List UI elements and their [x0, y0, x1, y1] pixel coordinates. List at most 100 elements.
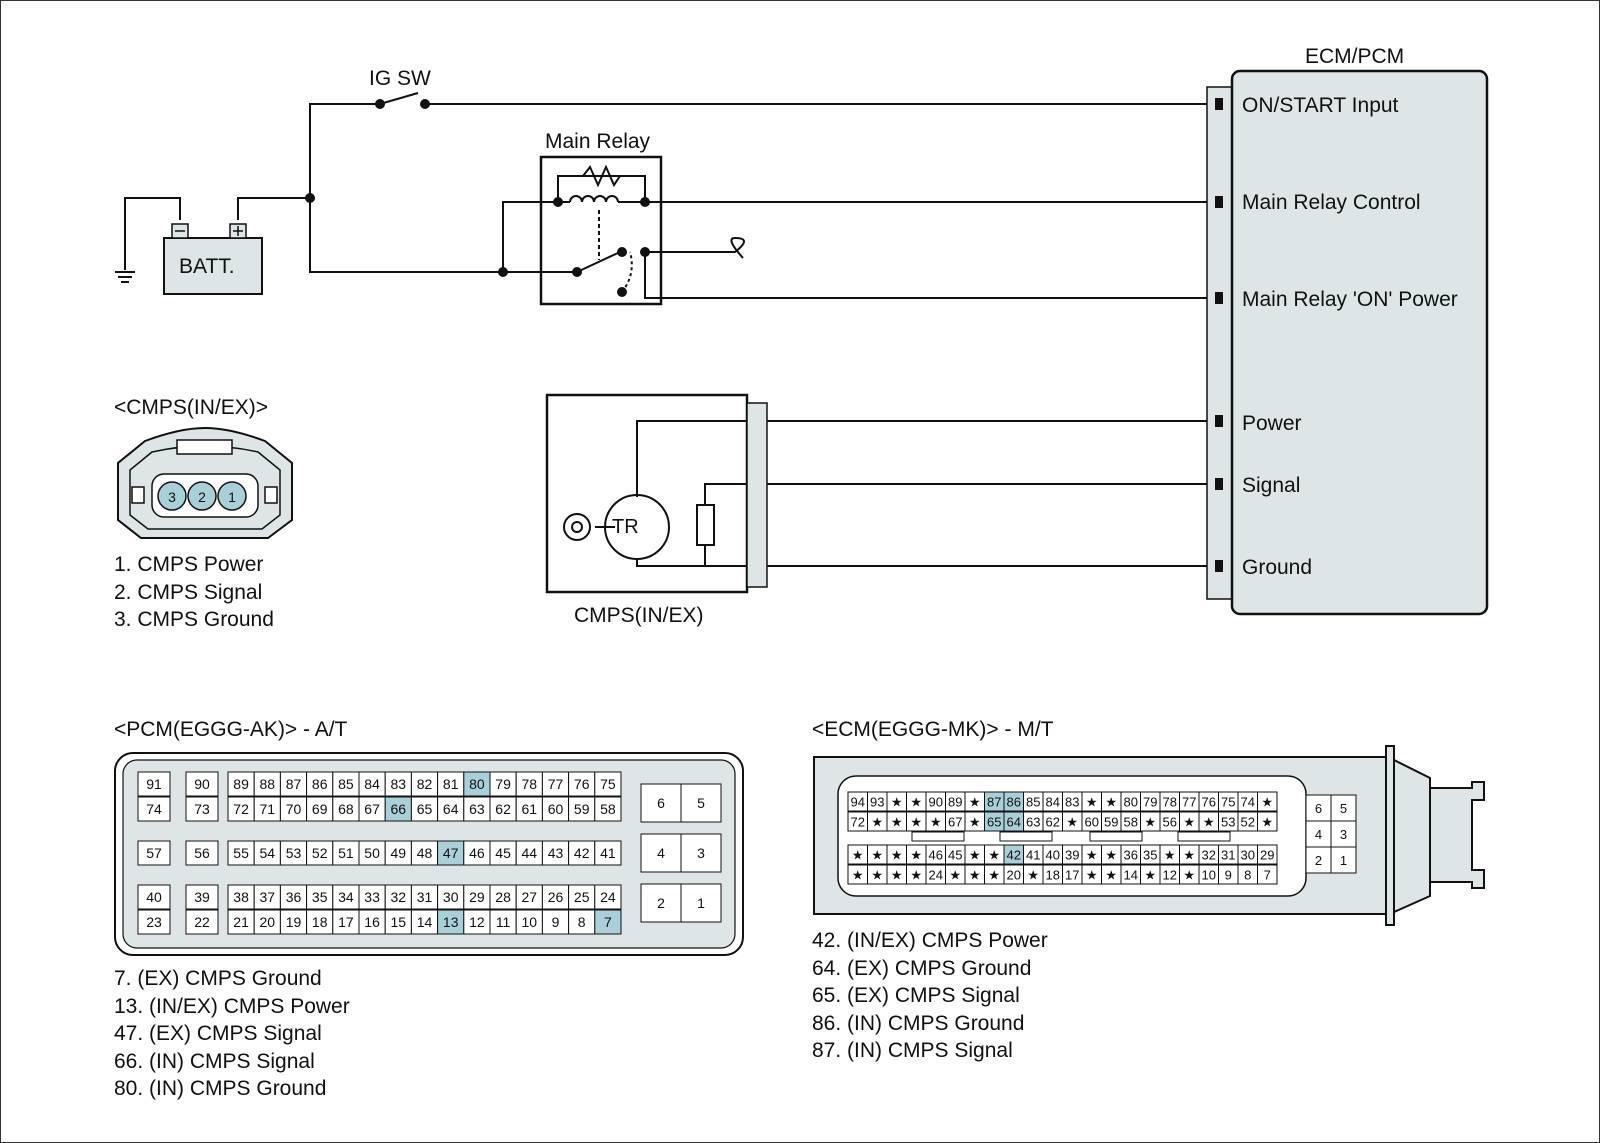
ecm-title: ECM/PCM: [1305, 45, 1405, 68]
ecm-pin-label: 5: [1340, 801, 1347, 816]
pcm-pin-label: 73: [194, 801, 210, 817]
pcm-pin-label: 74: [146, 801, 162, 817]
pcm-pin-label: 3: [697, 845, 705, 861]
pcm-pin-label: 68: [338, 801, 354, 817]
ecm-key-slot: [1177, 831, 1231, 842]
ecm-pin-label: 74: [1241, 795, 1255, 810]
ecm-pin-label: ★: [969, 868, 981, 883]
relay-switch-blade: [576, 251, 621, 273]
pcm-pin-cell: [515, 840, 543, 866]
ecm-pin-label: ★: [1183, 868, 1195, 883]
pcm-pin-label: 25: [574, 889, 590, 905]
ig-switch-blade: [379, 92, 419, 105]
ecm-pin-label: 1: [1340, 853, 1347, 868]
ecm-pin-label: ★: [1105, 795, 1117, 810]
ecm-pin-label: ★: [1105, 868, 1117, 883]
legend-item: 3. CMPS Ground: [114, 608, 274, 631]
pcm-pin-label: 13: [443, 914, 459, 930]
ecm-pin-label: 76: [1202, 795, 1216, 810]
cmps-pin-label: 1: [228, 489, 236, 505]
main-relay-on-power-wire: [644, 252, 1212, 299]
pcm-pin-label: 66: [391, 801, 407, 817]
ecm-pin-label: 93: [870, 795, 884, 810]
pcm-pin-cell: [640, 883, 682, 923]
pcm-pin-label: 59: [574, 801, 590, 817]
ecm-pin-label: 12: [1163, 868, 1177, 883]
pcm-legend: 7. (EX) CMPS Ground 13. (IN/EX) CMPS Pow…: [114, 965, 350, 1103]
pcm-pin-cell: [640, 833, 682, 873]
ecm-pin-label: 24: [929, 868, 943, 883]
ecm-pin-ground: Ground: [1242, 556, 1313, 579]
ecm-pin-label: ★: [910, 868, 922, 883]
pcm-pin-label: 16: [364, 914, 380, 930]
pcm-pin-cell: [680, 883, 722, 923]
pcm-pin-cell: [227, 840, 255, 866]
ecm-pin-main-relay-on-power: Main Relay 'ON' Power: [1242, 288, 1458, 311]
ig-feed-wire: [309, 103, 380, 198]
pcm-pin-label: 64: [443, 801, 459, 817]
ecm-pin-label: ★: [1066, 815, 1078, 830]
pcm-pin-label: 61: [522, 801, 538, 817]
pcm-pin-label: 87: [286, 776, 302, 792]
pcm-pin-label: 84: [364, 776, 380, 792]
ecm-pin-label: ★: [969, 815, 981, 830]
ecm-pin-label: 31: [1221, 848, 1235, 863]
ecm-pin-label: ★: [930, 815, 942, 830]
pcm-pin-label: 77: [548, 776, 564, 792]
pcm-pin-cell: [185, 840, 219, 866]
pcm-pin-label: 31: [417, 889, 433, 905]
ecm-pin-label: 29: [1260, 848, 1274, 863]
ecm-pin-label: ★: [1261, 795, 1273, 810]
pcm-pin-cell: [137, 840, 171, 866]
ecm-pin-label: ★: [871, 848, 883, 863]
ecm-pin-label: 53: [1221, 815, 1235, 830]
pcm-pin-label: 72: [233, 801, 249, 817]
ground-symbol-icon: [115, 271, 135, 283]
ecm-pin-label: 94: [851, 795, 865, 810]
pcm-pin-cell: [437, 909, 465, 935]
pcm-pin-cell: [306, 909, 334, 935]
ecm-pin-label: 6: [1315, 801, 1322, 816]
pcm-pin-label: 51: [338, 845, 354, 861]
ecm-pin-label: 83: [1065, 795, 1079, 810]
pcm-pin-label: 69: [312, 801, 328, 817]
pcm-pin-label: 20: [260, 914, 276, 930]
pcm-pin-cell: [410, 796, 439, 822]
pcm-pin-label: 79: [495, 776, 511, 792]
pcm-pin-label: 18: [312, 914, 328, 930]
pcm-pin-cell: [137, 771, 171, 797]
pcm-pin-label: 5: [697, 795, 705, 811]
pcm-pin-cell: [253, 909, 281, 935]
ecm-pin-label: 2: [1315, 853, 1322, 868]
ecm-pin-label: 58: [1124, 815, 1138, 830]
ecm-pin-main-relay-control: Main Relay Control: [1242, 191, 1421, 214]
ecm-pin-label: 59: [1104, 815, 1118, 830]
pcm-pin-cell: [253, 884, 281, 910]
pcm-pin-cell: [594, 909, 622, 935]
ecm-pin-label: ★: [871, 868, 883, 883]
ecm-pin-label: ★: [969, 795, 981, 810]
ecm-pin-label: ★: [910, 815, 922, 830]
pcm-pin-cell: [594, 771, 622, 797]
pcm-pin-label: 57: [146, 845, 162, 861]
ecm-pin-label: 30: [1241, 848, 1255, 863]
ecm-pin-label: 41: [1026, 848, 1040, 863]
ecm-pin-on-start: ON/START Input: [1242, 94, 1399, 117]
ecm-pin-label: 62: [1046, 815, 1060, 830]
pcm-pin-label: 14: [417, 914, 433, 930]
pcm-pin-cell: [680, 783, 722, 823]
sensor-magnet-icon: [563, 513, 591, 541]
pcm-pin-label: 23: [146, 914, 162, 930]
pcm-pin-cell: [384, 771, 412, 797]
ecm-pin-label: 75: [1221, 795, 1235, 810]
pcm-pin-label: 38: [233, 889, 249, 905]
pcm-pin-cell: [410, 840, 439, 866]
ecm-pin-label: ★: [1261, 815, 1273, 830]
ecm-pin-label: 7: [1264, 868, 1271, 883]
ecm-pin-cell: [1330, 846, 1357, 874]
ecm-pin-label: ★: [988, 848, 1000, 863]
ecm-pin-label: 64: [1007, 815, 1021, 830]
pcm-pin-label: 50: [364, 845, 380, 861]
pcm-pin-label: 41: [600, 845, 616, 861]
ecm-pin-label: 86: [1007, 795, 1021, 810]
